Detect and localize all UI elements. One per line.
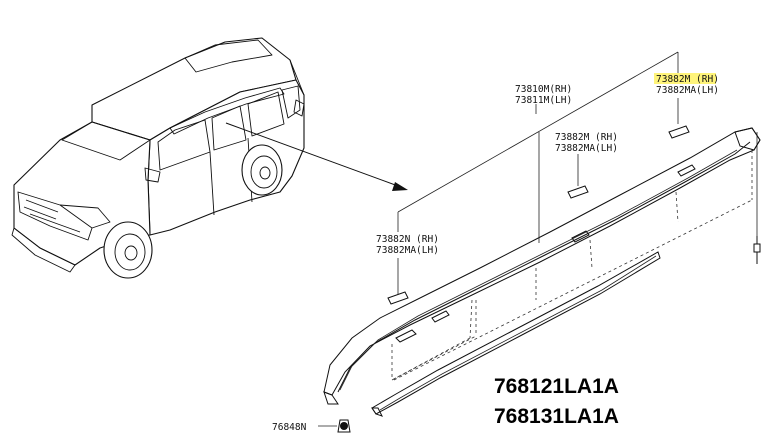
label-clip-top-lh: 73882MA(LH) <box>656 85 719 96</box>
label-clip-mid-lh: 73882MA(LH) <box>555 143 618 154</box>
projection-lines <box>391 150 753 381</box>
roof-rail <box>323 127 761 405</box>
bolt-icon <box>318 419 351 433</box>
clip-icon-left <box>387 291 409 305</box>
label-clip-left-lh: 73882MA(LH) <box>376 245 439 256</box>
label-clip-left-rh: 73882N (RH) <box>376 234 439 245</box>
clip-icon-top <box>668 125 690 139</box>
part-number-rh: 768121LA1A <box>494 375 619 398</box>
label-rail-rh: 73810M(RH) <box>515 84 572 95</box>
label-bolt: 76848N <box>272 422 307 433</box>
antenna-stud <box>753 236 761 264</box>
clip-icons <box>387 125 690 305</box>
label-clip-top-rh: 73882M (RH) <box>656 74 719 85</box>
label-rail-lh: 73811M(LH) <box>515 95 572 106</box>
label-highlight <box>654 73 716 84</box>
vehicle-illustration <box>11 37 305 279</box>
leader-lines <box>397 51 758 294</box>
side-molding <box>371 251 661 417</box>
pointer-arrow <box>225 122 408 191</box>
part-number-lh: 768131LA1A <box>494 405 619 428</box>
clip-icon-mid <box>567 185 589 199</box>
label-clip-mid-rh: 73882M (RH) <box>555 132 618 143</box>
